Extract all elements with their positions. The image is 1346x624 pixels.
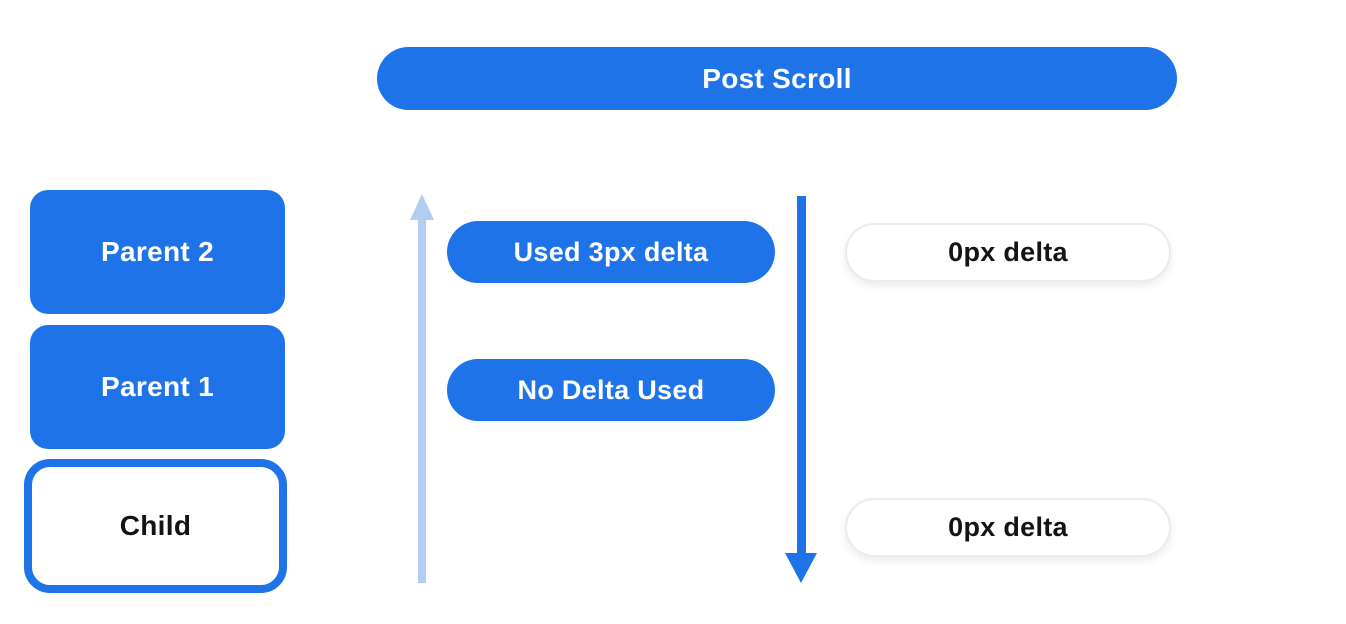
child-label: Child [119,510,192,541]
zero-delta-bottom-label: 0px delta [948,512,1068,542]
down-arrow-shaft [796,196,806,553]
parent-1-box: Parent 1 [30,325,285,449]
no-delta-used-pill: No Delta Used [447,359,775,421]
parent-1-label: Parent 1 [101,371,214,402]
used-3px-delta-label: Used 3px delta [513,236,709,267]
post-scroll-label: Post Scroll [702,62,852,94]
up-arrow-icon [408,194,436,583]
up-arrow-shaft [418,220,426,583]
no-delta-used-label: No Delta Used [517,374,705,405]
down-arrowhead [785,553,817,583]
used-3px-delta-pill: Used 3px delta [447,221,775,283]
parent-2-label: Parent 2 [101,236,214,267]
down-arrow-icon [785,196,817,583]
parent-2-box: Parent 2 [30,190,285,314]
zero-delta-pill-bottom: 0px delta [845,498,1171,557]
zero-delta-top-label: 0px delta [948,237,1068,267]
child-box: Child [24,459,287,593]
zero-delta-pill-top: 0px delta [845,223,1171,282]
up-arrowhead [410,194,434,220]
post-scroll-header: Post Scroll [377,47,1177,110]
